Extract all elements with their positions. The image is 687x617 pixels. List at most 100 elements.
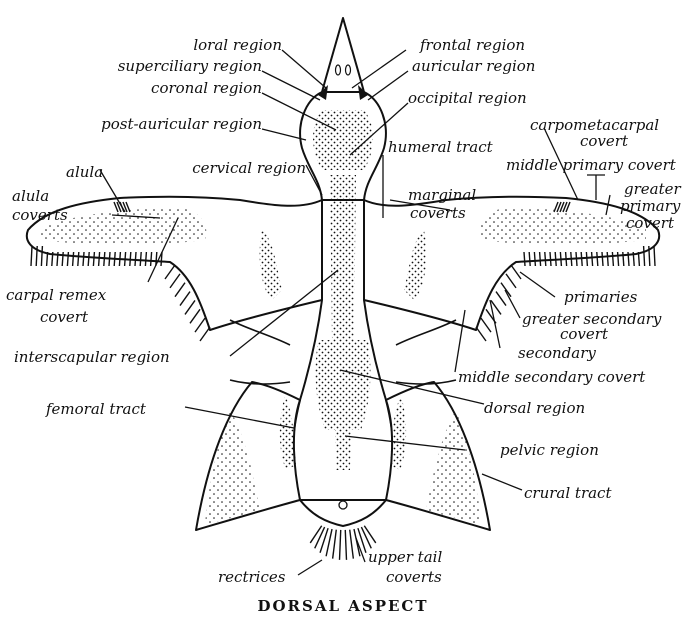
- beak: [322, 18, 364, 92]
- right-remex: [623, 252, 624, 266]
- rectrix: [320, 528, 328, 553]
- label-crural-tract: crural tract: [524, 484, 612, 502]
- left-remex: [135, 252, 136, 266]
- label-carpometacarpal-2: covert: [580, 132, 629, 150]
- label-secondary: secondary: [518, 344, 596, 362]
- left-remex: [57, 252, 58, 266]
- left-remex: [47, 252, 48, 266]
- label-humeral-tract: humeral tract: [388, 138, 494, 156]
- rectrix: [358, 528, 366, 553]
- rectrix: [310, 526, 321, 543]
- right-remex: [524, 252, 525, 266]
- label-carpal-remex-1: carpal remex: [6, 286, 107, 304]
- label-rectrices: rectrices: [218, 568, 286, 586]
- right-remex: [560, 252, 561, 266]
- right-remex: [571, 252, 572, 266]
- leader-frontal: [352, 50, 406, 88]
- right-remex: [586, 252, 587, 266]
- label-greater-primary-3: covert: [626, 214, 675, 232]
- left-remex: [104, 252, 105, 266]
- diagram-caption: DORSAL ASPECT: [257, 597, 428, 615]
- rectrix: [340, 530, 341, 560]
- left-secondary-remex: [195, 318, 205, 332]
- right-secondary-remex: [501, 283, 511, 297]
- label-pelvic-region: pelvic region: [500, 441, 599, 459]
- right-remex: [649, 246, 650, 266]
- left-remex: [62, 252, 63, 266]
- label-primaries: primaries: [564, 288, 638, 306]
- right-secondary-remex: [476, 327, 486, 341]
- label-alula: alula: [66, 163, 103, 181]
- label-marginal-coverts-1: marginal: [408, 186, 476, 204]
- tail-base: [300, 500, 386, 526]
- label-greater-primary-2: primary: [620, 197, 681, 215]
- right-remex: [592, 252, 593, 266]
- leader-upper-tail: [356, 538, 365, 562]
- right-secondary-remex: [496, 292, 506, 306]
- left-remex: [109, 252, 110, 266]
- label-alula-coverts-2: coverts: [12, 206, 68, 224]
- label-upper-tail-2: coverts: [386, 568, 442, 586]
- left-remex: [99, 252, 100, 266]
- label-frontal-region: frontal region: [419, 36, 525, 54]
- right-remex: [545, 252, 546, 266]
- right-secondary-remex: [511, 265, 521, 279]
- left-remex: [73, 252, 74, 266]
- rectrix: [364, 526, 375, 543]
- dorsal-tract: [316, 340, 371, 430]
- label-post-auricular-region: post-auricular region: [101, 115, 262, 133]
- right-remex: [597, 252, 598, 266]
- label-superciliary-region: superciliary region: [118, 57, 262, 75]
- left-remex: [36, 246, 37, 266]
- label-greater-secondary-2: covert: [560, 325, 609, 343]
- leader-primaries: [520, 272, 555, 297]
- right-secondary-remex: [506, 274, 516, 288]
- leader-auricular: [368, 71, 408, 100]
- left-remex: [88, 252, 89, 266]
- right-remex: [534, 252, 535, 266]
- right-remex: [618, 252, 619, 266]
- right-remex: [633, 252, 634, 266]
- left-remex: [140, 252, 141, 266]
- left-remex: [114, 252, 115, 266]
- left-remex: [41, 246, 42, 266]
- left-remex: [145, 252, 146, 266]
- spinal-tract-upper: [330, 175, 356, 340]
- left-secondary-remex: [175, 283, 185, 297]
- left-remex: [125, 252, 126, 266]
- label-middle-secondary-covert: middle secondary covert: [458, 368, 646, 386]
- label-carpal-remex-2: covert: [40, 308, 89, 326]
- right-remex: [644, 246, 645, 266]
- left-remex: [93, 252, 94, 266]
- left-remex: [31, 246, 32, 266]
- label-alula-coverts-1: alula: [12, 187, 49, 205]
- label-dorsal-region: dorsal region: [484, 399, 585, 417]
- label-middle-primary-covert: middle primary covert: [506, 156, 677, 174]
- left-secondary-remex: [170, 274, 180, 288]
- leader-crural: [482, 474, 522, 490]
- leader-rectrices: [298, 560, 322, 575]
- label-femoral-tract: femoral tract: [45, 400, 147, 418]
- right-shoulder-line: [396, 320, 456, 345]
- right-remex: [628, 252, 629, 266]
- right-remex: [555, 252, 556, 266]
- right-remex: [638, 252, 639, 266]
- left-remex: [67, 252, 68, 266]
- left-remex: [119, 252, 120, 266]
- left-remex: [83, 252, 84, 266]
- left-remex: [130, 252, 131, 266]
- right-remex: [607, 252, 608, 266]
- right-flank-line: [396, 380, 456, 384]
- right-remex: [540, 252, 541, 266]
- right-remex: [550, 252, 551, 266]
- left-secondary-remex: [190, 309, 200, 323]
- rectrix: [333, 530, 337, 559]
- left-secondary-remex: [180, 292, 190, 306]
- label-interscapular-region: interscapular region: [14, 348, 170, 366]
- left-secondary-remex: [165, 265, 175, 279]
- right-remex: [602, 252, 603, 266]
- right-remex: [654, 246, 655, 266]
- right-remex: [566, 252, 567, 266]
